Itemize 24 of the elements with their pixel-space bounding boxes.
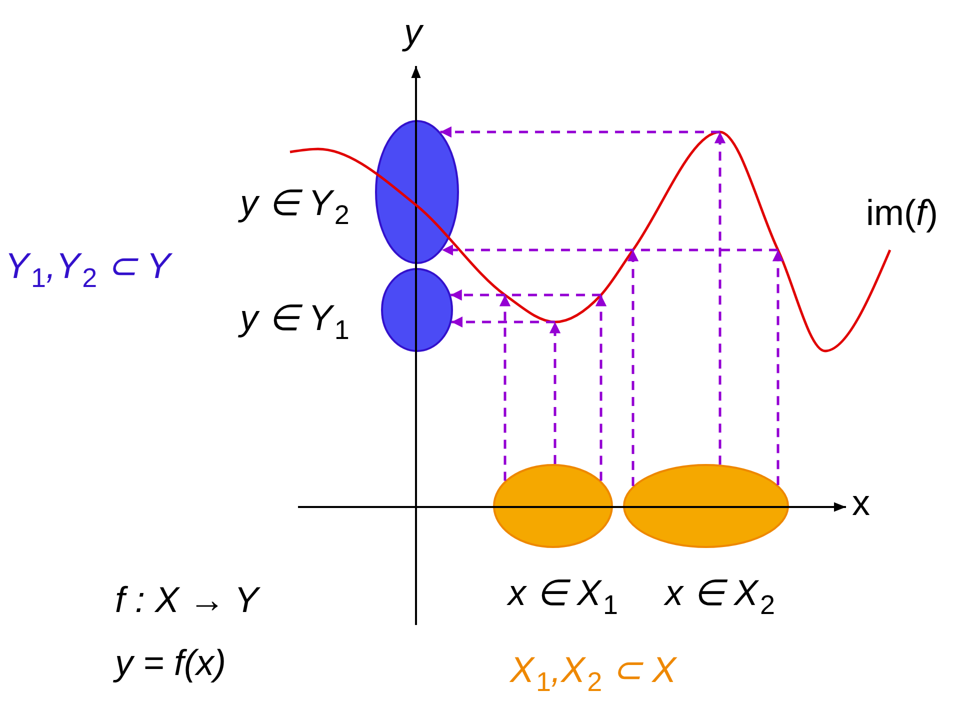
arrow: [595, 295, 607, 481]
arrow: [772, 250, 784, 486]
curve-label: im(f): [866, 193, 938, 233]
function-equation-text: y = f(x): [115, 643, 226, 683]
set-membership-text: x ∈ X$_{2}$: [665, 573, 776, 622]
set-membership-text: x ∈ X$_{1}$: [508, 573, 618, 622]
arrow: [442, 244, 778, 256]
arrow: [549, 322, 561, 464]
arrow: [440, 126, 720, 138]
arrow: [452, 316, 555, 328]
axis-label: x: [852, 483, 870, 523]
set-relation-text: X$_{1}$,X$_{2}$ ⊂ X: [510, 650, 676, 698]
arrow: [714, 132, 726, 465]
arrow: [499, 295, 511, 481]
set-ellipse: [375, 120, 459, 264]
arrow: [627, 250, 639, 486]
set-ellipse: [493, 464, 613, 548]
set-relation-text: Y$_{1}$,Y$_{2}$ ⊂ Y: [5, 246, 170, 294]
set-ellipse: [623, 464, 789, 548]
axis-label: y: [404, 12, 422, 52]
set-membership-text: y ∈ Y$_{1}$: [240, 298, 350, 346]
arrow: [450, 289, 601, 301]
function-definition-text: f : X → Y: [115, 580, 258, 620]
set-membership-text: y ∈ Y$_{2}$: [240, 183, 350, 232]
